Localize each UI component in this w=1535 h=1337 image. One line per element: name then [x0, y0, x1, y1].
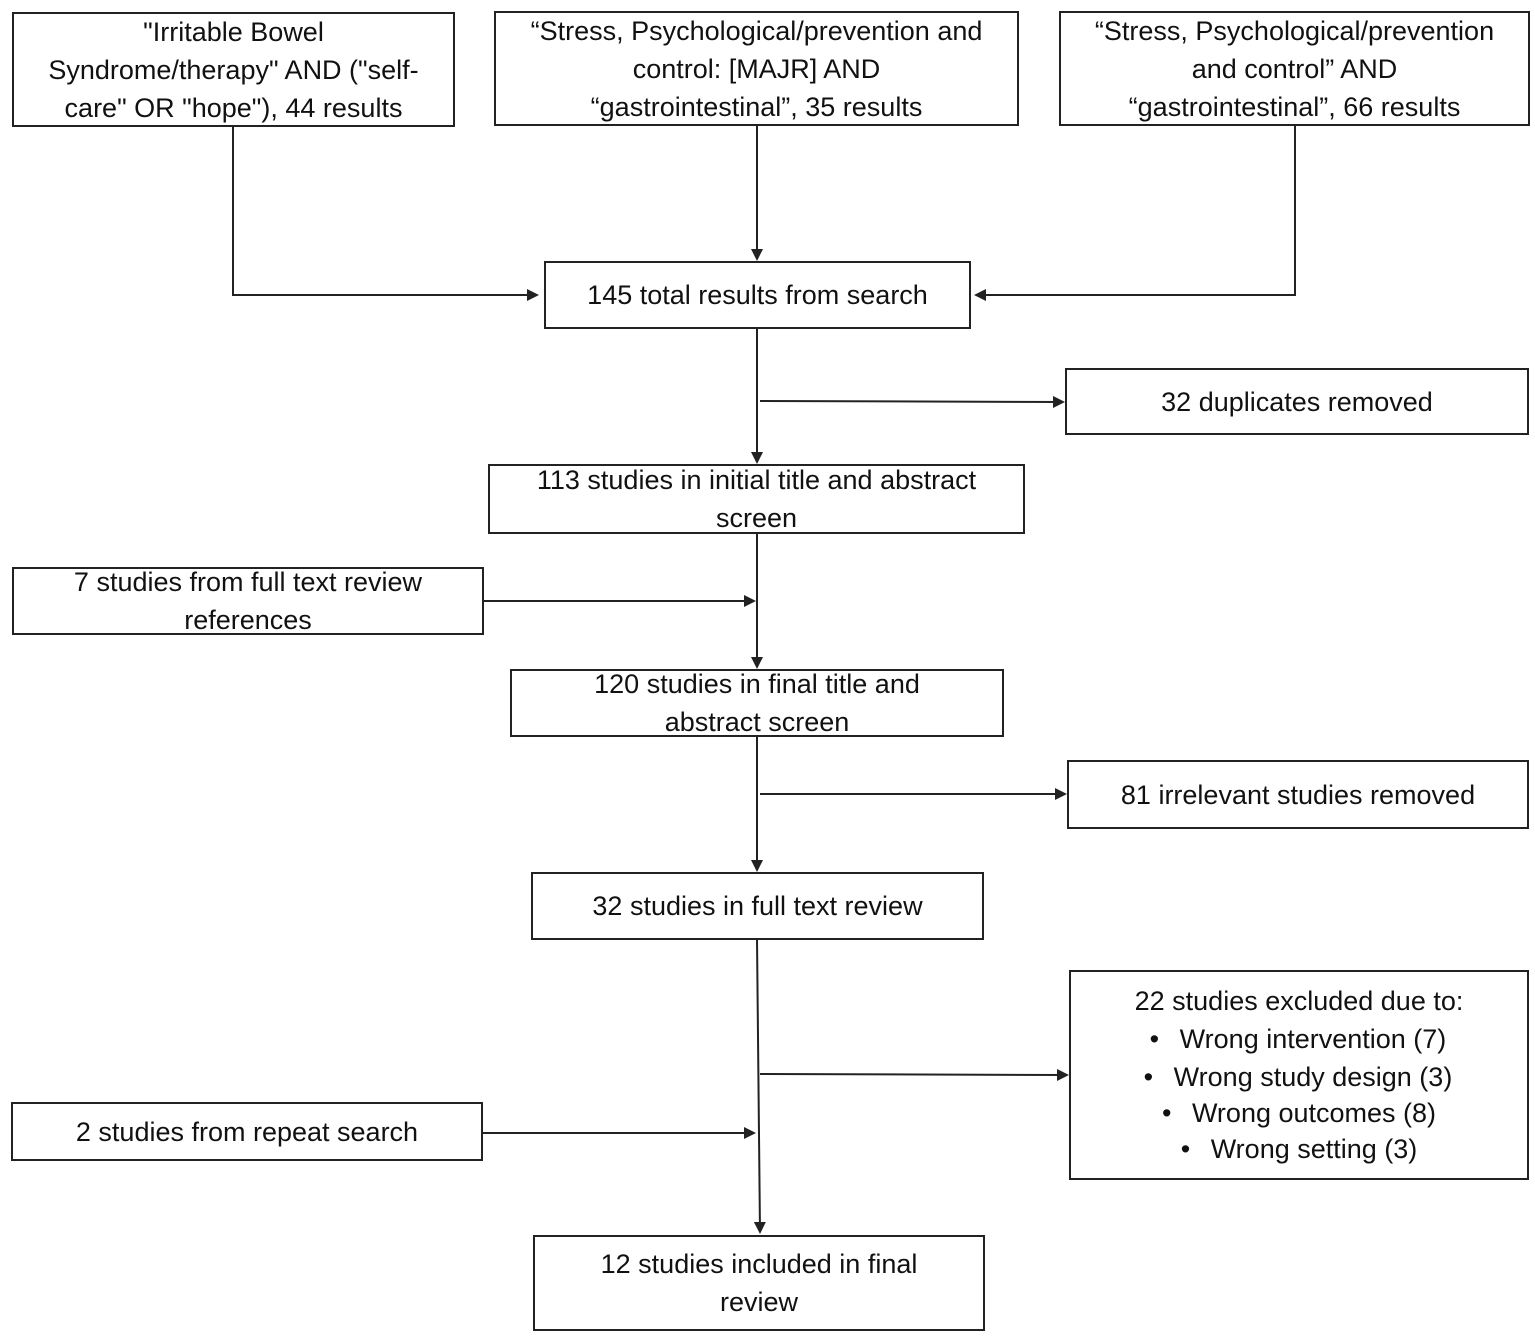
exclusion-reasons-list: •Wrong intervention (7) •Wrong study des…	[1144, 1020, 1453, 1168]
duplicates-removed-box: 32 duplicates removed	[1065, 368, 1529, 435]
search-1-box: "Irritable Bowel Syndrome/therapy" AND (…	[12, 12, 455, 127]
exclusion-reason: • Wrong setting (3)	[1146, 1130, 1453, 1168]
search-2-box: “Stress, Psychological/prevention and co…	[494, 11, 1019, 126]
repeat-search-text: 2 studies from repeat search	[75, 1116, 419, 1147]
bullet-icon: •	[1143, 1062, 1154, 1092]
bullet-icon: •	[1180, 1134, 1191, 1164]
exclusion-reason: • Wrong outcomes (8)	[1146, 1096, 1453, 1130]
exclusion-reason-text: Wrong study design (3)	[1173, 1062, 1453, 1092]
duplicates-removed-text: 32 duplicates removed	[1161, 386, 1433, 417]
connector-to-duplicates	[759, 395, 1065, 408]
exclusion-reason-text: Wrong outcomes (8)	[1191, 1098, 1437, 1128]
final-screen-text: 120 studies in final title and abstract …	[594, 669, 920, 737]
exclusion-reason: • Wrong intervention (7)	[1144, 1020, 1453, 1058]
search-3-box: “Stress, Psychological/prevention and co…	[1059, 11, 1530, 126]
exclusion-reason-text: Wrong setting (3)	[1210, 1134, 1418, 1164]
connector-search3-to-total	[974, 125, 1296, 301]
bullet-icon: •	[1149, 1024, 1160, 1054]
final-screen-box: 120 studies in final title and abstract …	[510, 669, 1004, 737]
search-3-text: “Stress, Psychological/prevention and co…	[1094, 15, 1495, 122]
repeat-search-box: 2 studies from repeat search	[11, 1102, 483, 1161]
connector-to-excluded	[759, 1068, 1069, 1081]
exclusions-box: 22 studies excluded due to: • Wrong inter…	[1069, 970, 1529, 1180]
irrelevant-removed-box: 81 irrelevant studies removed	[1067, 760, 1529, 829]
connector-search1-to-total	[232, 126, 539, 301]
initial-screen-text: 113 studies in initial title and abstrac…	[536, 465, 977, 533]
full-text-references-text: 7 studies from full text review referenc…	[73, 567, 423, 635]
included-studies-text: 12 studies included in final review	[600, 1249, 918, 1317]
full-text-review-text: 32 studies in full text review	[592, 891, 923, 921]
irrelevant-removed-text: 81 irrelevant studies removed	[1120, 779, 1476, 810]
exclusion-reason-text: Wrong intervention (7)	[1179, 1024, 1447, 1054]
connector-fulltext-to-included	[753, 938, 766, 1234]
total-results-text: 145 total results from search	[587, 280, 928, 310]
search-1-text: "Irritable Bowel Syndrome/therapy" AND (…	[48, 16, 419, 123]
bullet-icon: •	[1161, 1098, 1172, 1128]
exclusions-heading: 22 studies excluded due to:	[1134, 986, 1464, 1016]
total-results-box: 145 total results from search	[544, 261, 971, 329]
search-2-text: “Stress, Psychological/prevention and co…	[530, 15, 983, 122]
full-text-review-box: 32 studies in full text review	[531, 872, 984, 940]
full-text-references-box: 7 studies from full text review referenc…	[12, 567, 484, 635]
included-studies-box: 12 studies included in final review	[533, 1235, 985, 1331]
exclusion-reason: • Wrong study design (3)	[1144, 1058, 1453, 1096]
initial-screen-box: 113 studies in initial title and abstrac…	[488, 464, 1025, 534]
